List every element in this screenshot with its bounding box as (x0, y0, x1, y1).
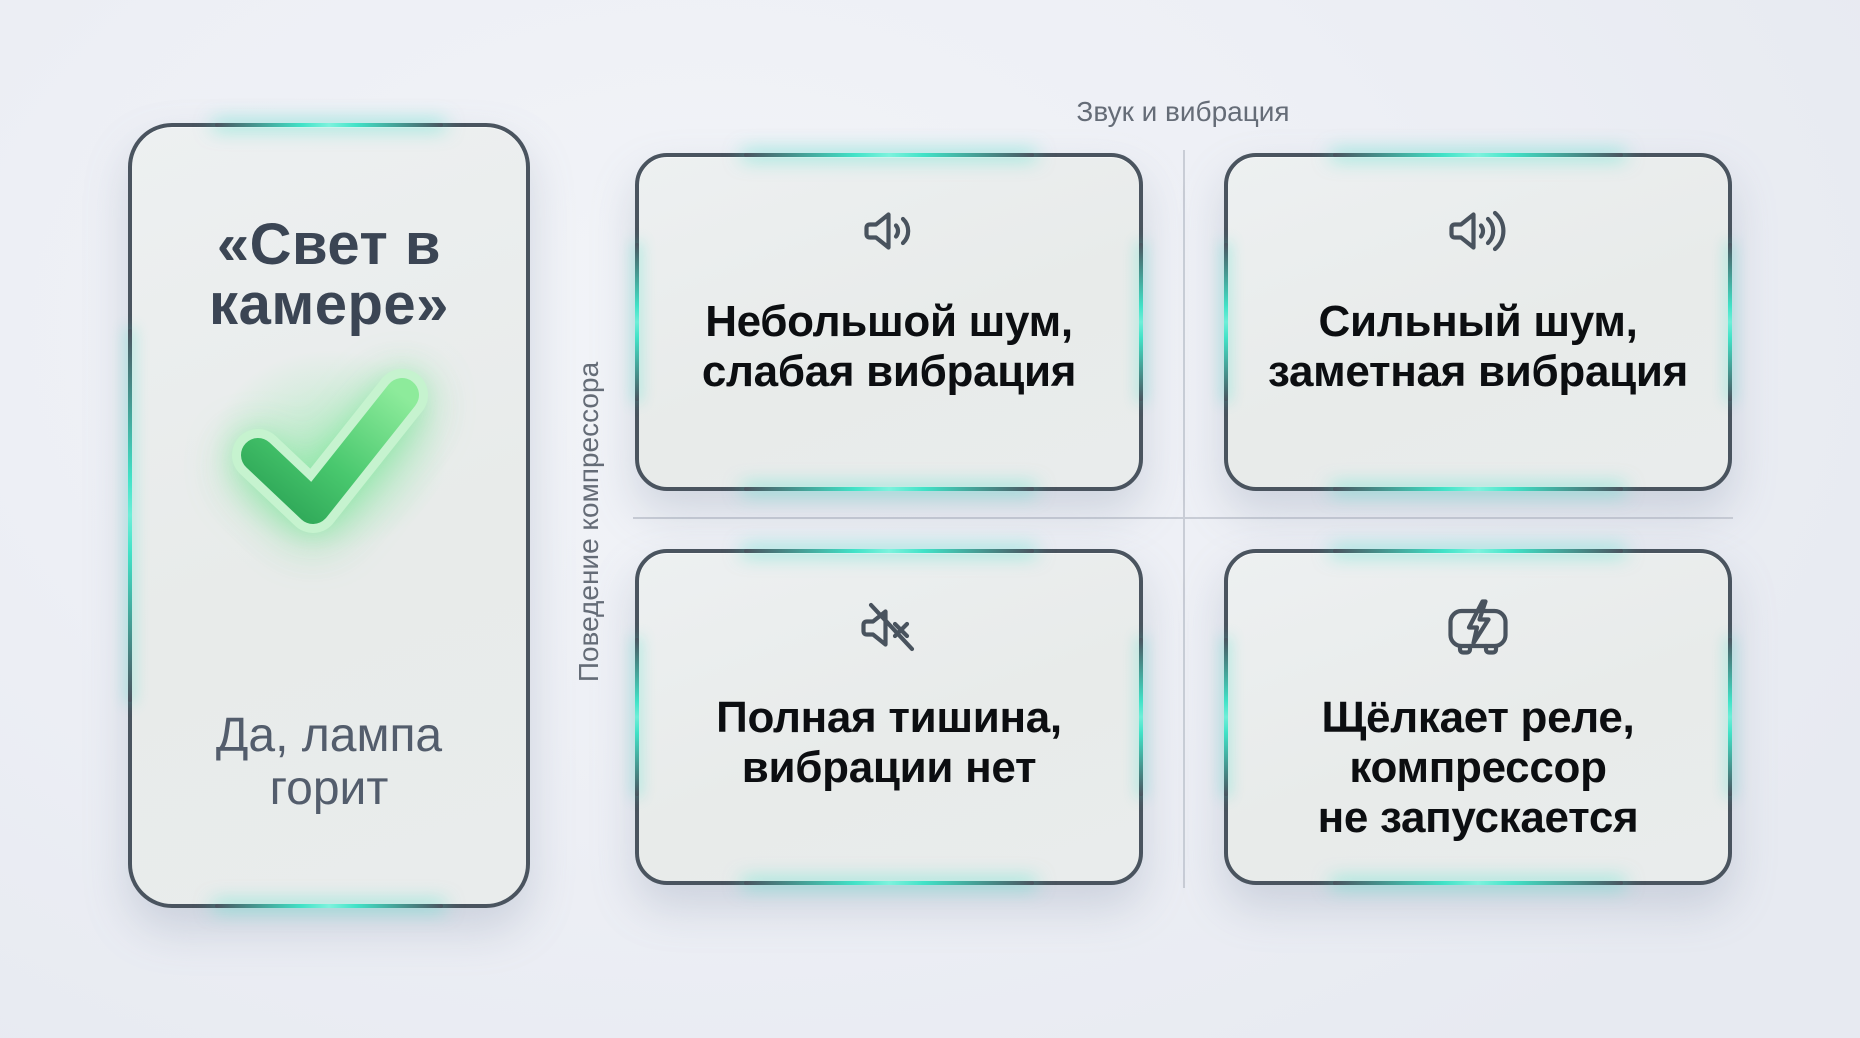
matrix-horizontal-divider (633, 517, 1733, 519)
glow-right (1728, 638, 1732, 796)
quadrant-top-left: Небольшой шум, слабая вибрация (635, 153, 1143, 491)
glow-left (1224, 638, 1228, 796)
glow-right (1728, 242, 1732, 402)
glow-bottom (1333, 881, 1623, 885)
matrix-vertical-divider (1183, 150, 1185, 888)
light-check-card: «Свет в камере» Да, лампа горит (128, 123, 530, 908)
glow-top (1333, 153, 1623, 157)
quadrant-bottom-left: Полная тишина, вибрации нет (635, 549, 1143, 885)
glow-bottom (214, 904, 444, 908)
glow-top (744, 549, 1034, 553)
x-axis-label: Звук и вибрация (1076, 96, 1290, 127)
glow-left (635, 242, 639, 402)
glow-top (1333, 549, 1623, 553)
glow-right (1139, 242, 1143, 402)
glow-left (128, 329, 132, 702)
glow-left (1224, 242, 1228, 402)
card-title: «Свет в камере» (209, 212, 449, 337)
quadrant-top-right: Сильный шум, заметная вибрация (1224, 153, 1732, 491)
quadrant-text: Сильный шум, заметная вибрация (1268, 297, 1688, 396)
glow-bottom (744, 487, 1034, 491)
glow-right (1139, 638, 1143, 796)
glow-bottom (744, 881, 1034, 885)
quadrant-text: Полная тишина, вибрации нет (716, 693, 1062, 792)
glow-left (635, 638, 639, 796)
checkmark-icon (164, 311, 494, 591)
volume-muted-icon (859, 599, 919, 655)
quadrant-bottom-right: Щёлкает реле, компрессор не запускается (1224, 549, 1732, 885)
glow-top (744, 153, 1034, 157)
glow-bottom (1333, 487, 1623, 491)
quadrant-text: Щёлкает реле, компрессор не запускается (1317, 693, 1639, 842)
card-subtitle: Да, лампа горит (215, 709, 443, 815)
compressor-relay-icon (1446, 599, 1510, 655)
quadrant-text: Небольшой шум, слабая вибрация (701, 297, 1077, 396)
volume-medium-icon (861, 203, 917, 259)
y-axis-label: Поведение компрессора (573, 361, 604, 683)
volume-loud-icon (1446, 203, 1510, 259)
